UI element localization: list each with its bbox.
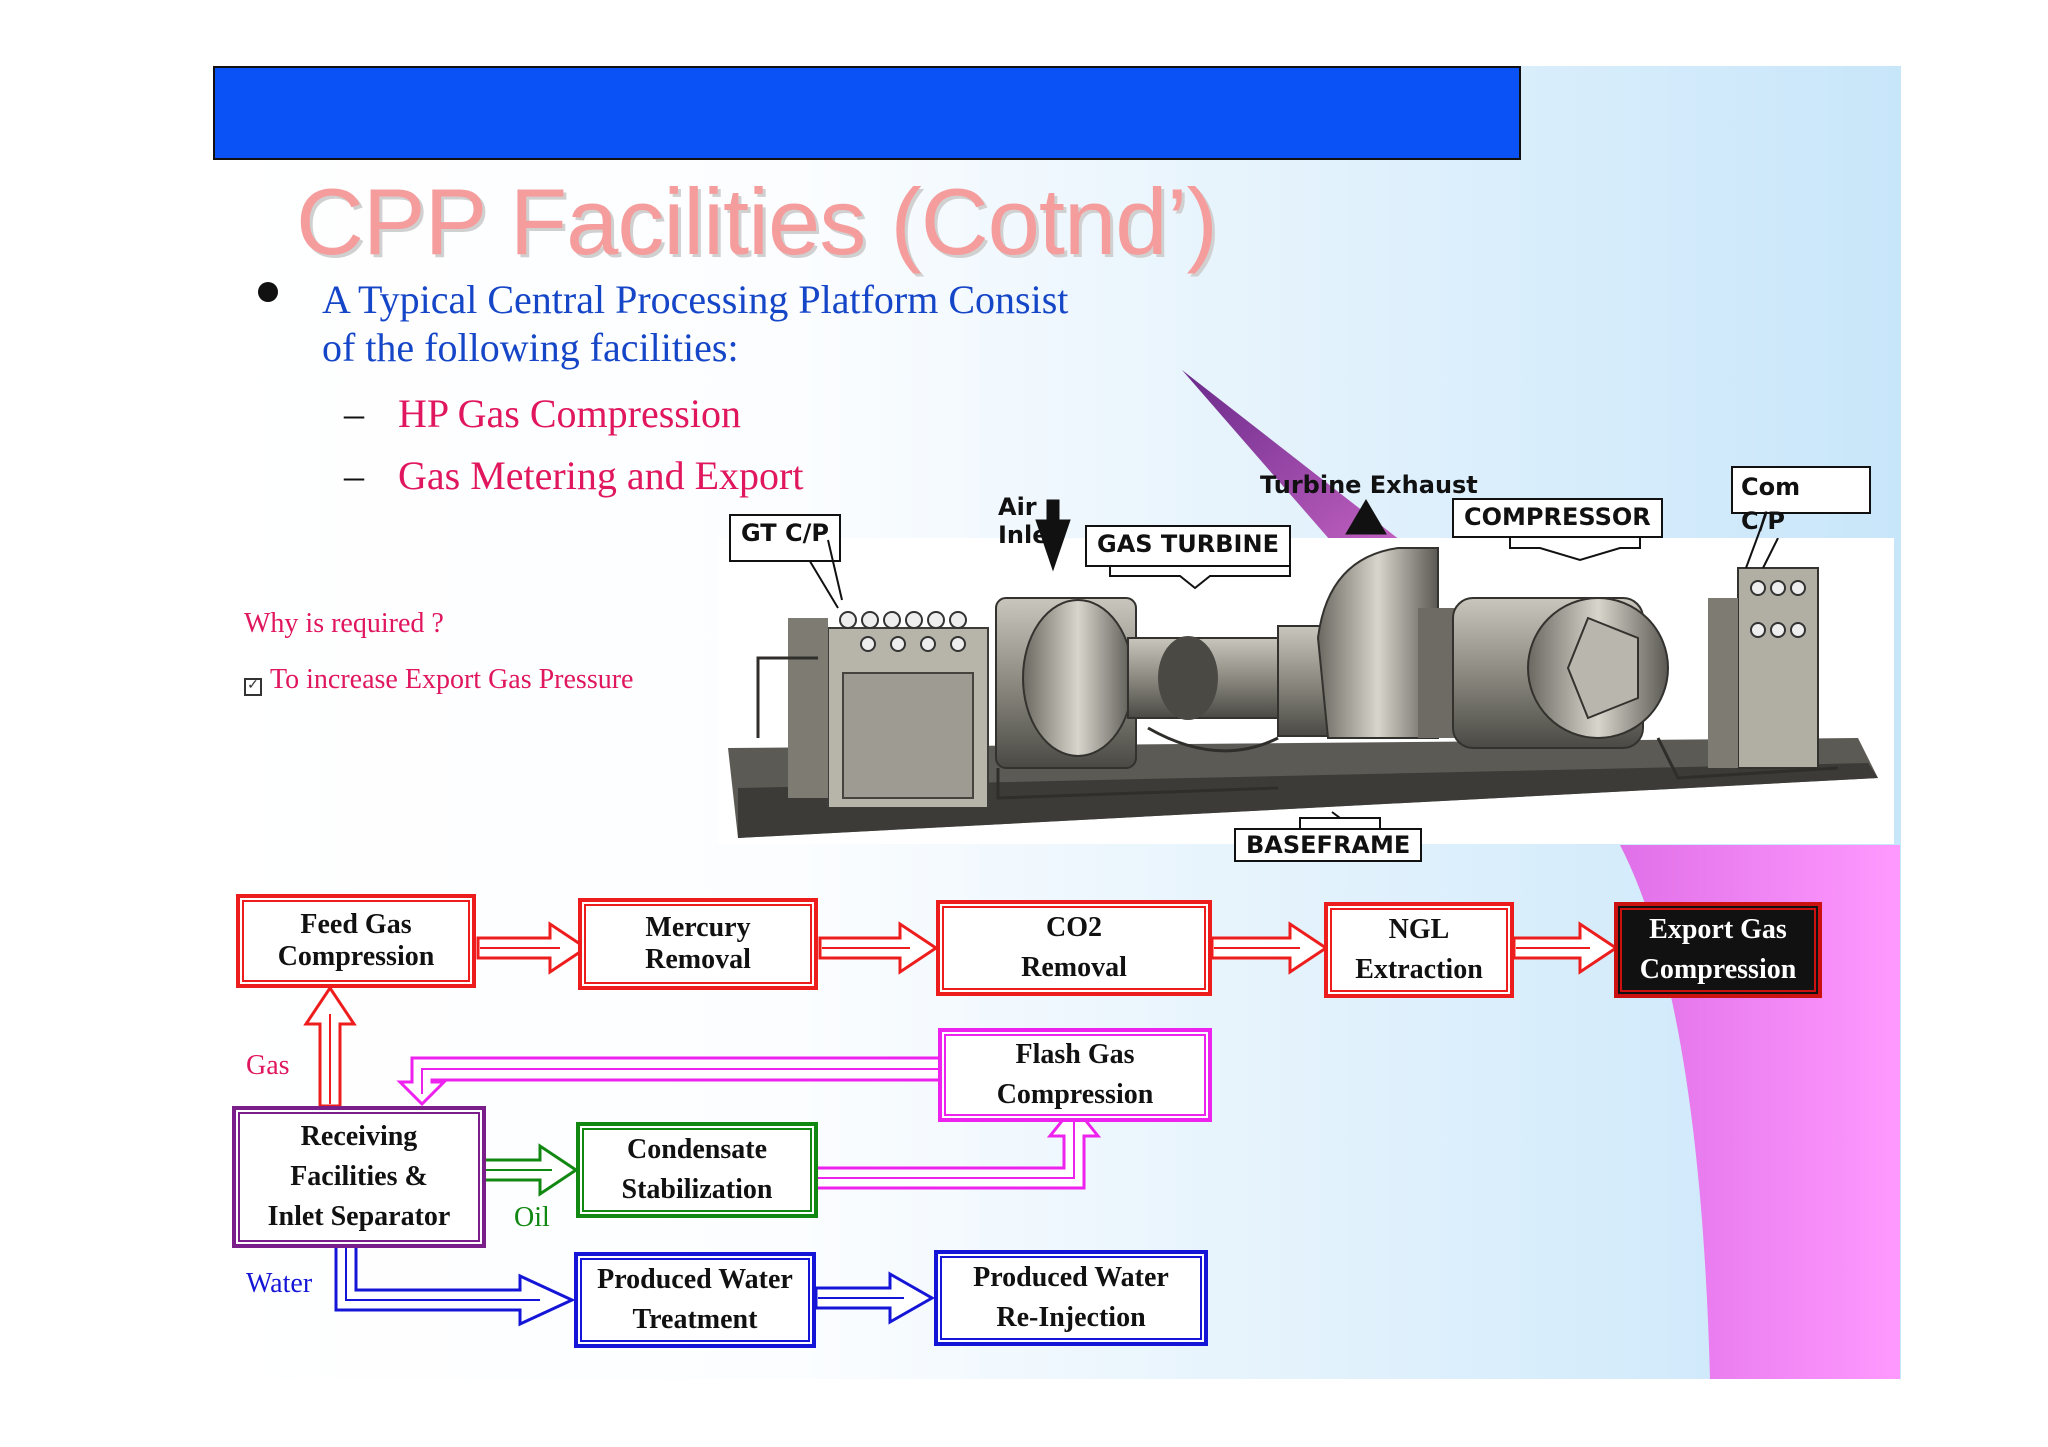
box-condensate-line1: Condensate bbox=[626, 1134, 767, 1165]
box-co2-removal: CO2 Removal bbox=[936, 900, 1212, 996]
facility-item-gas-metering: Gas Metering and Export bbox=[398, 453, 804, 498]
flow-label-water: Water bbox=[246, 1268, 313, 1299]
dash-marker: – bbox=[344, 391, 364, 436]
baseframe-bracket-right bbox=[1340, 817, 1381, 828]
box-ngl-extraction: NGL Extraction bbox=[1324, 902, 1514, 998]
box-export-line2: Compression bbox=[1639, 954, 1797, 985]
label-turbine-exhaust: Turbine Exhaust bbox=[1260, 471, 1478, 499]
box-produced-water-reinjection: Produced Water Re-Injection bbox=[934, 1250, 1208, 1346]
box-receiving-facilities: Receiving Facilities & Inlet Separator bbox=[232, 1106, 486, 1248]
box-export-line1: Export Gas bbox=[1649, 914, 1787, 945]
box-condensate-stabilization: Condensate Stabilization bbox=[576, 1122, 818, 1218]
box-flash-line1: Flash Gas bbox=[1015, 1039, 1135, 1070]
turbine-exhaust-arrow-icon bbox=[1345, 499, 1387, 535]
gt-cp-pointer bbox=[827, 539, 843, 601]
facility-item-hp-gas: HP Gas Compression bbox=[398, 391, 741, 436]
box-pw-treatment-line1: Produced Water bbox=[597, 1264, 793, 1295]
baseframe-bracket-left bbox=[1299, 811, 1343, 828]
box-produced-water-treatment: Produced Water Treatment bbox=[574, 1252, 816, 1348]
box-receiving-line3: Inlet Separator bbox=[267, 1201, 451, 1232]
com-cp-pointer bbox=[1745, 513, 1767, 569]
box-pw-reinjection-line1: Produced Water bbox=[973, 1262, 1169, 1293]
box-export-gas-compression: Export Gas Compression bbox=[1614, 902, 1822, 998]
arrow-receiving-to-treatment bbox=[334, 1238, 576, 1327]
dash-marker: – bbox=[344, 453, 364, 498]
compressor-bracket bbox=[1509, 538, 1641, 562]
box-receiving-line2: Facilities & bbox=[290, 1161, 428, 1192]
box-receiving-line1: Receiving bbox=[300, 1121, 418, 1152]
flow-label-gas: Gas bbox=[246, 1050, 290, 1081]
label-air-inlet-line1: Air bbox=[998, 493, 1037, 521]
box-co2-line2: Removal bbox=[1021, 952, 1127, 983]
box-pw-reinjection-line2: Re-Injection bbox=[996, 1302, 1146, 1333]
bullet-dot bbox=[258, 282, 278, 302]
label-com-cp: Com bbox=[1731, 466, 1871, 514]
why-question: Why is required ? bbox=[244, 608, 444, 639]
box-pw-treatment-line2: Treatment bbox=[632, 1304, 758, 1335]
box-mercury-line1: Mercury bbox=[645, 912, 751, 943]
box-feed-gas-compression: Feed Gas Compression bbox=[236, 894, 476, 988]
intro-line-1: A Typical Central Processing Platform Co… bbox=[322, 277, 1069, 322]
turbine-package-illustration bbox=[728, 537, 1878, 838]
box-mercury-line2: Removal bbox=[645, 944, 751, 975]
arrow-flash-to-receiving bbox=[396, 1056, 946, 1107]
box-co2-line1: CO2 bbox=[1046, 912, 1102, 943]
intro-line-2: of the following facilities: bbox=[322, 325, 739, 370]
box-ngl-line2: Extraction bbox=[1355, 954, 1483, 985]
reason-text: To increase Export Gas Pressure bbox=[270, 664, 634, 695]
reason-item: ✓ To increase Export Gas Pressure bbox=[244, 664, 633, 696]
label-gt-cp: GT C/P bbox=[729, 514, 841, 562]
label-baseframe: BASEFRAME bbox=[1234, 828, 1423, 862]
box-flash-gas-compression: Flash Gas Compression bbox=[938, 1028, 1212, 1122]
checkbox-icon: ✓ bbox=[244, 678, 262, 696]
page-title: CPP Facilities (Cotnd’) bbox=[296, 169, 1218, 274]
intro-text: A Typical Central Processing Platform Co… bbox=[322, 276, 1068, 372]
label-gas-turbine: GAS TURBINE bbox=[1085, 525, 1291, 567]
box-mercury-removal: Mercury Removal bbox=[578, 898, 818, 990]
box-condensate-line2: Stabilization bbox=[621, 1174, 773, 1205]
box-flash-line2: Compression bbox=[996, 1079, 1154, 1110]
box-feed-gas-line2: Compression bbox=[277, 941, 435, 972]
label-com-cp-line1: Com bbox=[1741, 473, 1801, 501]
gas-turbine-bracket bbox=[1109, 566, 1291, 590]
box-feed-gas-line1: Feed Gas bbox=[300, 909, 412, 940]
title-banner bbox=[213, 66, 1521, 160]
flow-label-oil: Oil bbox=[514, 1202, 550, 1233]
box-ngl-line1: NGL bbox=[1388, 914, 1450, 945]
air-inlet-arrow-shaft bbox=[1046, 499, 1060, 525]
label-compressor: COMPRESSOR bbox=[1452, 498, 1663, 538]
gas-turbine-package-photo bbox=[718, 537, 1894, 844]
